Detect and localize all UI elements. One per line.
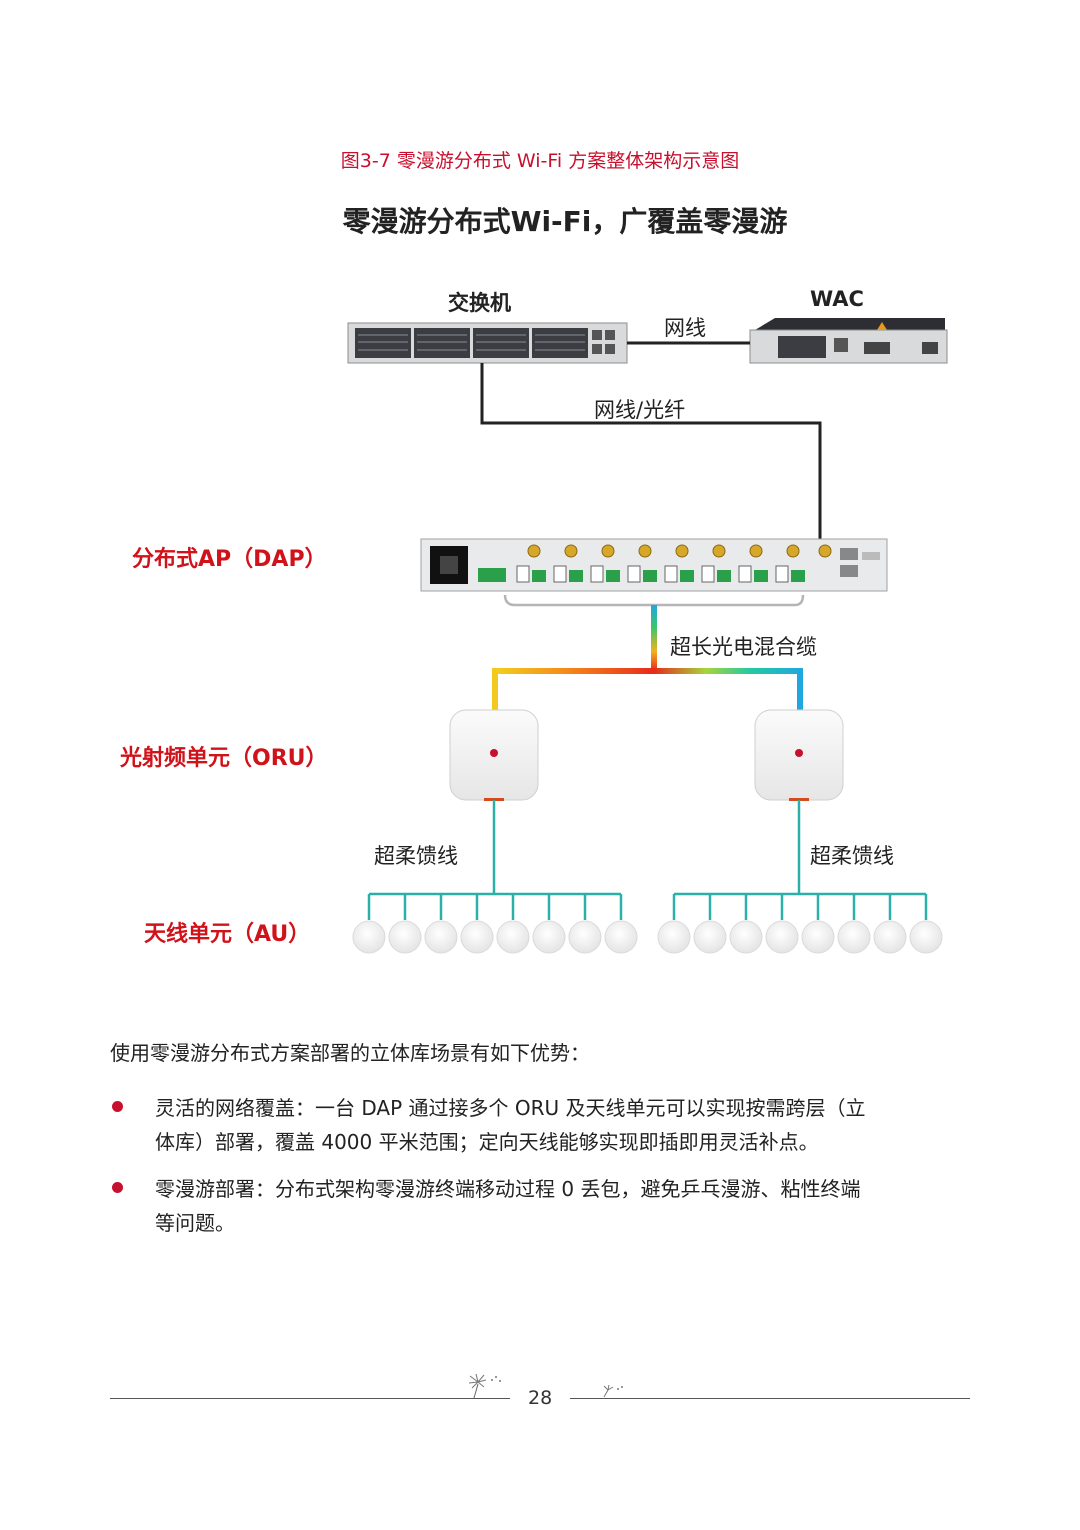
- bullet-1-line-2: 体库）部署，覆盖 4000 平米范围；定向天线能够实现即插即用灵活补点。: [155, 1130, 819, 1154]
- wac-label: WAC: [810, 287, 864, 311]
- layer-label-oru: 光射频单元（ORU）: [120, 746, 328, 771]
- footer-rule-right: [570, 1398, 970, 1399]
- figure-caption: 图3-7 零漫游分布式 Wi-Fi 方案整体架构示意图: [340, 150, 740, 172]
- bullet-1-line-1: 灵活的网络覆盖：一台 DAP 通过接多个 ORU 及天线单元可以实现按需跨层（立: [155, 1096, 866, 1120]
- diagram-title: 零漫游分布式Wi-Fi，广覆盖零漫游: [342, 205, 788, 238]
- cable-label-dap-oru: 超长光电混合缆: [670, 635, 817, 659]
- footer-rule-left: [110, 1398, 510, 1399]
- switch-device: [347, 322, 628, 364]
- dap-device: [420, 538, 888, 592]
- dandelion-icon: [468, 1373, 501, 1399]
- layer-label-dap: 分布式AP（DAP）: [132, 547, 327, 572]
- cable-label-switch-dap: 网线/光纤: [594, 398, 686, 422]
- body-intro: 使用零漫游分布式方案部署的立体库场景有如下优势：: [110, 1041, 590, 1065]
- switch-label: 交换机: [448, 291, 511, 315]
- cable-label-switch-wac: 网线: [664, 316, 706, 340]
- page-number: 28: [528, 1387, 553, 1409]
- dandelion-seed-icon: [603, 1384, 623, 1398]
- layer-label-au: 天线单元（AU）: [144, 922, 311, 947]
- cable-label-oru-au-right: 超柔馈线: [810, 844, 894, 868]
- wac-device: [749, 318, 948, 364]
- bullet-dot: [112, 1101, 123, 1112]
- oru-device-right: [754, 709, 844, 801]
- oru-device-left: [449, 709, 539, 801]
- bullet-2-line-2: 等问题。: [155, 1211, 235, 1235]
- bullet-dot: [112, 1182, 123, 1193]
- cable-label-oru-au-left: 超柔馈线: [374, 844, 458, 868]
- bullet-2-line-1: 零漫游部署：分布式架构零漫游终端移动过程 0 丢包，避免乒乓漫游、粘性终端: [155, 1177, 861, 1201]
- antenna-units: [352, 920, 943, 954]
- architecture-diagram: [347, 318, 948, 954]
- feeder-cables: [367, 800, 928, 920]
